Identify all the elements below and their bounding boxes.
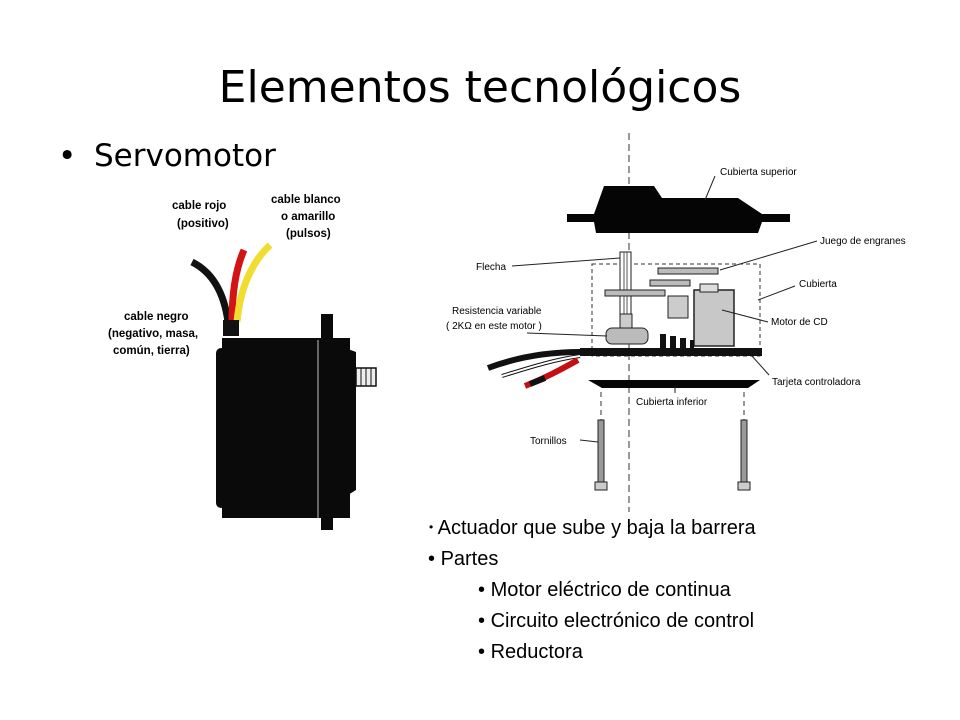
control-board [580,348,762,356]
red-cable-label-1: cable rojo [172,200,226,212]
white-cable-label-2: o amarillo [281,211,335,223]
servo-body [222,338,350,518]
label-dc-motor: Motor de CD [771,317,828,328]
label-bottom-cover: Cubierta inferior [636,397,708,408]
black-cable-label-2: (negativo, masa, [108,328,198,340]
gear-1 [657,267,719,275]
label-control-board: Tarjeta controladora [772,377,861,388]
gear-3 [604,289,666,297]
slide-title: Elementos tecnológicos [218,62,742,113]
screw-left [594,392,608,491]
label-top-cover: Cubierta superior [720,167,797,178]
variable-resistor-part [605,327,649,345]
note-subitem-reducer: • Reductora [478,641,583,663]
label-variable-resistor: Resistencia variable [452,306,542,317]
gear-4 [667,295,689,319]
screw-right [737,392,751,491]
black-wire [190,258,232,323]
black-cable-label-3: común, tierra) [113,345,190,357]
note-item-parts: • Partes [428,548,499,570]
mount-tab-top [321,314,333,338]
note-bullet: • [429,520,434,534]
yellow-wire [233,242,273,323]
notes-list: • Actuador que sube y baja la barrera • … [426,512,756,668]
note-subitem-circuit: • Circuito electrónico de control [478,610,755,632]
harness-black [486,349,581,371]
label-case: Cubierta [799,279,837,290]
label-shaft: Flecha [476,262,506,273]
note-subitem-motor: • Motor eléctrico de continua [478,579,731,601]
red-wire [228,248,248,323]
shaft [619,251,632,321]
top-cover [567,186,790,233]
gear-2 [649,279,691,287]
red-cable-label-2: (positivo) [177,218,229,230]
wire-clamp [223,320,239,336]
harness-red [523,357,580,389]
black-cable-label-1: cable negro [124,311,189,323]
mount-tab-bottom [321,518,333,530]
bullet-text: Servomotor [94,138,276,174]
white-cable-label-1: cable blanco [271,194,341,206]
label-resistor-note: ( 2KΩ en este motor ) [446,321,542,332]
label-screws: Tornillos [530,436,567,447]
servo-gear-housing [340,346,356,500]
label-gears: Juego de engranes [820,236,906,247]
bottom-cover [588,380,760,388]
servo-body-left-curve [216,348,226,508]
note-item-actuator: • Actuador que sube y baja la barrera [429,517,756,539]
main-bullet: • Servomotor [58,135,276,177]
bullet-dot: • [58,138,77,174]
dc-motor [693,289,735,347]
white-cable-label-3: (pulsos) [286,228,331,240]
